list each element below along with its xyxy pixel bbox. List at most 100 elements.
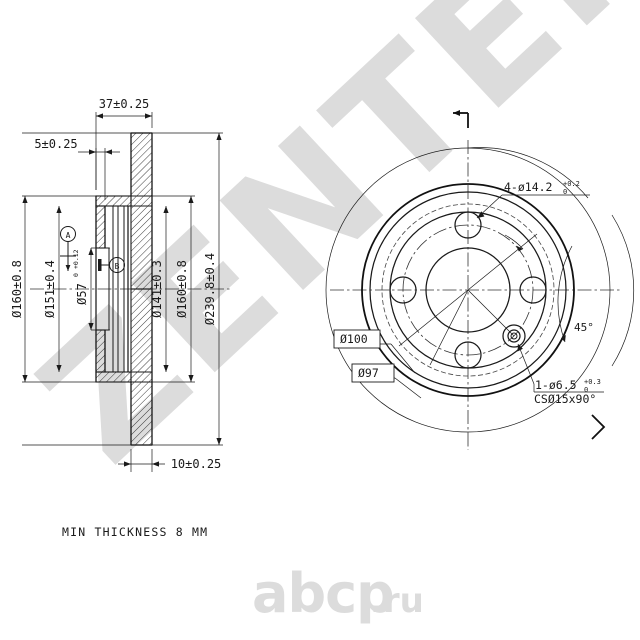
watermark-site-main: abcp [252, 562, 394, 625]
locating-hole-csink-mid [507, 329, 521, 343]
dim-friction-inner: Ø141±0.3 [150, 206, 169, 372]
dim-hub-offset: 5±0.25 [34, 137, 120, 200]
datum-a-label: A [66, 231, 71, 240]
section-arrow-bottom-right [591, 414, 606, 440]
datum-b-marker [98, 259, 102, 271]
radial-line-3 [398, 289, 469, 347]
outer-arc-right [611, 214, 635, 367]
watermark-brand-text: ZENTEK [4, 0, 640, 499]
watermark-site: abcp .ru [252, 562, 424, 625]
dim-hub-dia-right: Ø160±0.8 [152, 195, 195, 383]
angle-arc-inner [504, 234, 524, 250]
arrow-160l-top [22, 196, 28, 203]
dim-label-center-bore-tol-lower: 0 [72, 273, 80, 277]
bolt-hole-top [454, 211, 482, 239]
datum-a-arrow [65, 265, 71, 271]
locating-callout-leader [517, 343, 535, 385]
dim-label-flange-width: 37±0.25 [99, 97, 150, 111]
arrow-2398-top [216, 133, 222, 140]
cross-section-view: A B Ø160±0.8 Ø151 [10, 97, 230, 539]
bolt-hole-right [519, 276, 547, 304]
bc-leader-1 [390, 343, 416, 374]
section-arrow-top-head [453, 110, 460, 116]
bolt-callout-arrow [477, 211, 485, 218]
bolt-hole-bottom [454, 341, 482, 369]
angle-45-arrow-lower [561, 334, 566, 342]
dim-flange-width: 37±0.25 [95, 97, 153, 190]
angle-45-arc [557, 245, 573, 343]
arrow-151-bot [56, 365, 62, 372]
angle-45-label: 45° [574, 321, 594, 334]
dim-pilot-flange: Ø151±0.4 [43, 206, 62, 372]
arrow-141-bot [163, 365, 169, 372]
dim-label-center-bore-tol-upper: +0.12 [72, 249, 80, 269]
watermark-site-suffix: .ru [370, 581, 424, 621]
radial-line-1 [467, 233, 538, 291]
arrow-10-left [124, 461, 131, 467]
arrow-5-a [89, 149, 96, 155]
dim-label-pilot-flange: Ø151±0.4 [43, 260, 57, 318]
callout-locating-hole-label: 1-ø6.5 [535, 378, 577, 392]
section-arrow-top [453, 110, 469, 128]
bolt-hole-left [389, 276, 417, 304]
callout-locating-hole: 1-ø6.5 +0.3 0 CSØ15x90° [517, 343, 604, 406]
arrow-2398-bot [216, 438, 222, 445]
watermark-brand: ZENTEK [4, 0, 640, 499]
dim-label-disc-thickness: 10±0.25 [171, 457, 222, 471]
boxed-dim-bolt-circle: Ø100 [333, 329, 416, 374]
boxed-dim-97-box [351, 363, 395, 383]
arrow-141-top [163, 206, 169, 213]
dim-label-hub-offset: 5±0.25 [34, 137, 77, 151]
callout-locating-hole-tol-lower: 0 [584, 386, 588, 394]
locating-hole-group [502, 324, 526, 348]
dim-label-hub-dia-right: Ø160±0.8 [175, 260, 189, 318]
hub-wall-upper-section [95, 205, 106, 249]
locating-callout-arrow [517, 344, 523, 352]
front-face-view: 45° 4-ø14.2 +0.2 0 [325, 110, 635, 450]
locating-hole-csink-outer [502, 324, 526, 348]
callout-bolt-holes-tol-lower: 0 [563, 188, 567, 196]
dim-label-outer-dia-left: Ø160±0.8 [10, 260, 24, 318]
datum-b-label: B [115, 262, 120, 271]
arrow-160l-bot [22, 375, 28, 382]
center-bore-circle [425, 247, 511, 333]
disc-ring-lower-section [130, 288, 153, 446]
boxed-dim-100-label: Ø100 [340, 332, 368, 346]
bolt-circle [402, 224, 534, 356]
disc-ring-upper-section [130, 132, 153, 290]
hr-leader-1 [394, 377, 422, 399]
boxed-dim-100-box [333, 329, 381, 349]
friction-ring-outer-circle [361, 183, 575, 397]
chevron-marker [591, 414, 606, 440]
callout-locating-hole-csink: CSØ15x90° [534, 392, 596, 406]
radial-construction-lines [398, 233, 538, 366]
dim-label-outer-disc-dia: Ø239.8±0.4 [203, 253, 217, 325]
arrow-160r-bot [188, 375, 194, 382]
callout-bolt-holes: 4-ø14.2 +0.2 0 [476, 180, 590, 219]
arrow-37-left [96, 113, 103, 119]
dim-outer-disc-dia: Ø239.8±0.4 [152, 132, 223, 446]
callout-bolt-holes-tol-upper: +0.2 [563, 180, 580, 188]
datum-balloon-b: B [98, 257, 125, 273]
boxed-dim-hub-recess: Ø97 [351, 363, 422, 399]
callout-locating-hole-tol-upper: +0.3 [584, 378, 601, 386]
callout-bolt-holes-label: 4-ø14.2 [504, 180, 552, 194]
hub-wall-lower-section [95, 329, 106, 373]
angle-arc-arrow [516, 245, 523, 252]
dim-center-bore: Ø57 +0.12 0 [72, 247, 110, 331]
arrow-151-top [56, 206, 62, 213]
dim-disc-thickness: 10±0.25 [118, 449, 221, 472]
hub-recess-circle [381, 203, 555, 377]
hub-web-lower-section [95, 371, 132, 383]
bolt-holes-group [389, 211, 547, 369]
radial-line-2 [467, 289, 515, 337]
boxed-dim-97-label: Ø97 [358, 366, 379, 380]
arrow-160r-top [188, 196, 194, 203]
dim-label-center-bore: Ø57 [75, 283, 89, 305]
arrow-57-bot [88, 323, 94, 330]
min-thickness-note: MIN THICKNESS 8 MM [62, 525, 208, 539]
radial-line-4 [429, 289, 469, 366]
locating-hole-bore [510, 332, 518, 340]
